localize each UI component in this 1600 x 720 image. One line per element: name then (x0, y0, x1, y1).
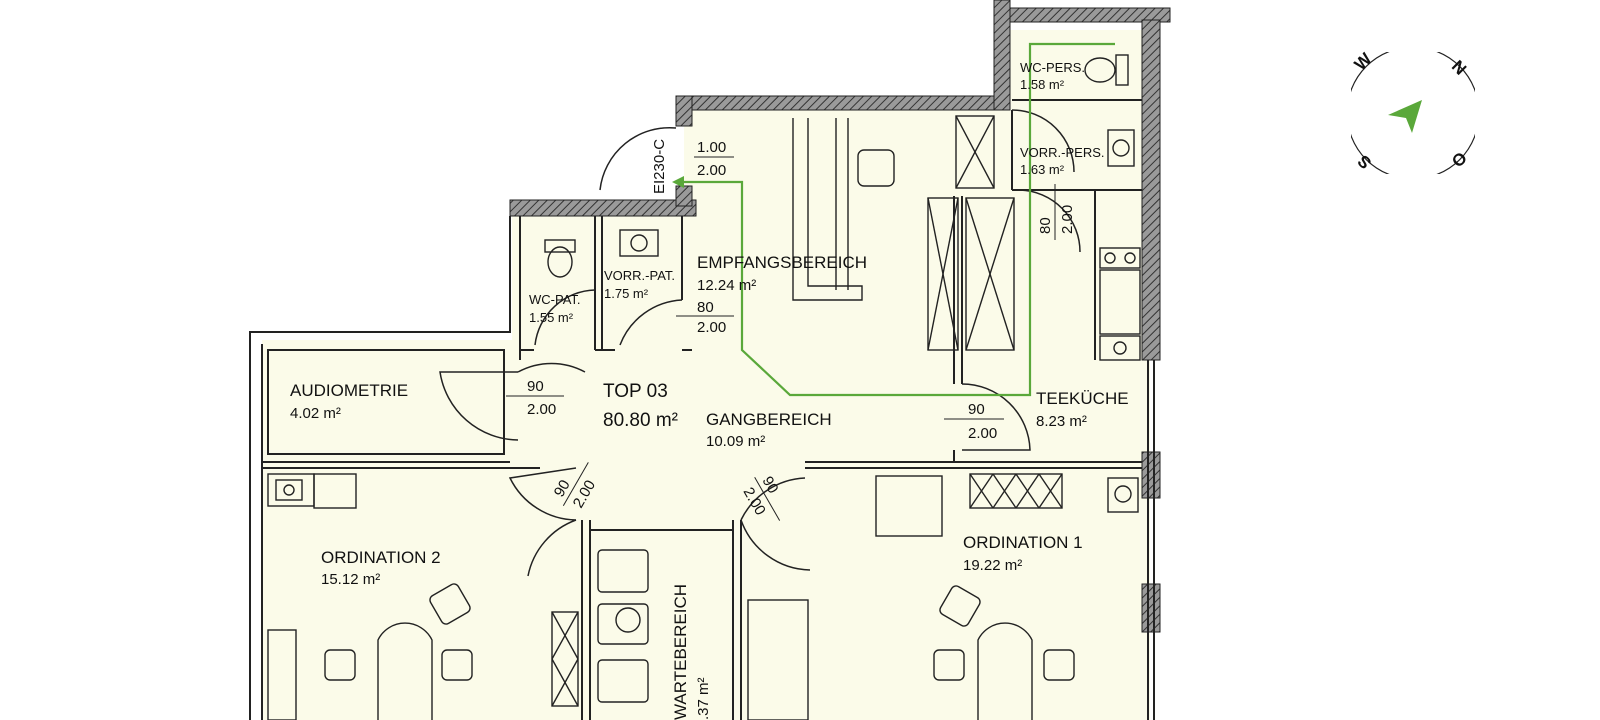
room-labels: TOP 03 80.80 m² AUDIOMETRIE 4.02 m² EMPF… (290, 60, 1129, 720)
door-width: 1.00 (697, 139, 726, 156)
unit-area: 80.80 m² (603, 410, 678, 431)
door-height: 2.00 (527, 401, 556, 418)
gang-area: 10.09 m² (706, 433, 765, 450)
warte-area: .37 m² (695, 677, 712, 720)
wc-pat-name: WC-PAT. (529, 292, 581, 307)
empfang-area: 12.24 m² (697, 277, 756, 294)
door-width: 90 (759, 474, 782, 497)
door-dim-empfang-inner: 80 2.00 (676, 299, 734, 336)
exterior-walls (509, 0, 1171, 633)
wc-pat-area: 1.55 m² (529, 310, 574, 325)
door-height: 2.00 (968, 425, 997, 442)
ordination2-area: 15.12 m² (321, 571, 380, 588)
wc-pers-area: 1.58 m² (1020, 77, 1065, 92)
audiometrie-door-b (517, 362, 586, 373)
compass-arrow-icon (1388, 100, 1422, 133)
compass: W N S O (1333, 34, 1493, 192)
ordination2-door (508, 467, 577, 521)
vorr-pat-door (619, 299, 683, 346)
audiometrie-door (439, 371, 519, 441)
vorr-pers-area: 1.63 m² (1020, 162, 1065, 177)
door-dim-pers: 80 2.00 (1037, 184, 1076, 240)
vorr-pat-area: 1.75 m² (604, 286, 649, 301)
door-width: 90 (968, 401, 985, 418)
fire-rating: EI230-C (651, 139, 668, 194)
escape-route (672, 42, 1115, 397)
wc-pers-name: WC-PERS. (1020, 60, 1085, 75)
door-swings (439, 109, 1081, 577)
compass-west: W (1351, 49, 1376, 74)
ordination2-door-b (527, 519, 577, 577)
teekueche-door (961, 383, 1031, 451)
floor-area (262, 30, 1150, 720)
door-width: 80 (1037, 217, 1054, 234)
interior-walls (249, 99, 1155, 720)
door-height: 2.00 (697, 162, 726, 179)
door-width: 90 (527, 378, 544, 395)
wc-pat-door (534, 289, 596, 346)
unit-name: TOP 03 (603, 381, 668, 402)
audiometrie-area: 4.02 m² (290, 405, 341, 422)
audiometrie-name: AUDIOMETRIE (290, 381, 408, 400)
vorr-pat-name: VORR.-PAT. (604, 268, 675, 283)
pers-door (1011, 109, 1075, 173)
fixtures (267, 54, 1141, 720)
ordination1-area: 19.22 m² (963, 557, 1022, 574)
ordination1-door (740, 477, 806, 521)
door-width: 80 (697, 299, 714, 316)
door-dimensions: EI230-C 1.00 2.00 80 2.00 90 2.00 90 2.0… (506, 139, 1076, 521)
teekueche-name: TEEKÜCHE (1036, 389, 1129, 408)
warte-name: WARTEBEREICH (671, 584, 690, 720)
ordination1-door-b (740, 519, 811, 571)
teekueche-area: 8.23 m² (1036, 413, 1087, 430)
compass-south: S (1354, 151, 1375, 172)
empfang-name: EMPFANGSBEREICH (697, 253, 867, 272)
pers-door-b (1019, 189, 1081, 253)
gang-name: GANGBEREICH (706, 410, 832, 429)
door-height: 2.00 (697, 319, 726, 336)
ordination1-name: ORDINATION 1 (963, 533, 1083, 552)
vorr-pers-name: VORR.-PERS. (1020, 145, 1105, 160)
door-dim-teekueche: 90 2.00 (944, 401, 1004, 442)
ordination2-name: ORDINATION 2 (321, 548, 441, 567)
door-height: 2.00 (1059, 205, 1076, 234)
door-width: 90 (551, 477, 574, 500)
entrance-door (599, 126, 677, 191)
door-dim-audiometrie: 90 2.00 (506, 378, 564, 418)
door-dim-entrance: EI230-C 1.00 2.00 (651, 139, 734, 194)
